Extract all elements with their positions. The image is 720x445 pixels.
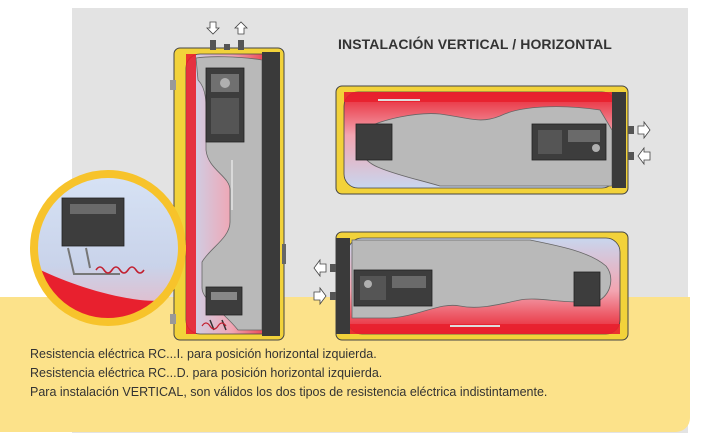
- heating-element-icon: [95, 266, 145, 274]
- note-line: Resistencia eléctrica RC...I. para posic…: [30, 347, 377, 361]
- horizontal-tank-upper: [335, 85, 634, 195]
- page-title: INSTALACIÓN VERTICAL / HORIZONTAL: [338, 36, 612, 52]
- note-line: Resistencia eléctrica RC...D. para posic…: [30, 366, 383, 380]
- vertical-tank: [170, 40, 286, 341]
- arrow-in-icon: [206, 21, 220, 35]
- heating-element-detail: [30, 170, 186, 326]
- note-line: Para instalación VERTICAL, son válidos l…: [30, 385, 548, 399]
- caption-notes: Resistencia eléctrica RC...I. para posic…: [30, 345, 547, 402]
- horizontal-tank-lower: [330, 231, 629, 341]
- arrow-out-icon: [234, 21, 248, 35]
